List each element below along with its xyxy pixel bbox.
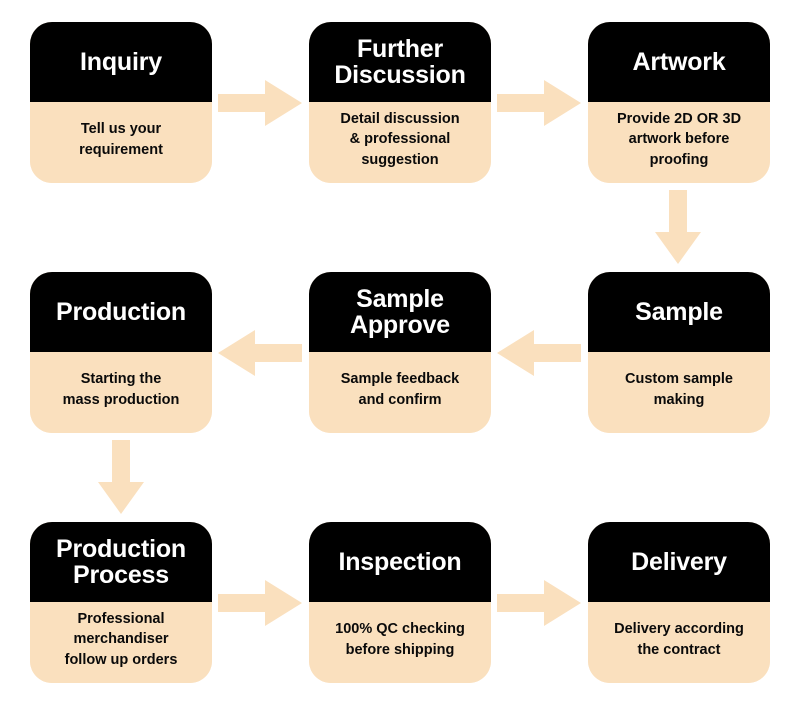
node-header-sample: Sample: [588, 272, 770, 352]
node-production-process[interactable]: Production Process Professional merchand…: [30, 522, 212, 683]
node-body-production: Starting the mass production: [30, 352, 212, 433]
node-header-production-process: Production Process: [30, 522, 212, 602]
node-title-sample-approve: Sample Approve: [349, 284, 450, 339]
arrow-artwork-to-sample: [655, 190, 701, 264]
node-production[interactable]: Production Starting the mass production: [30, 272, 212, 433]
node-title-production: Production: [56, 297, 186, 326]
arrow-sample-approve-to-production: [218, 330, 302, 376]
node-header-delivery: Delivery: [588, 522, 770, 602]
node-header-inquiry: Inquiry: [30, 22, 212, 102]
node-description-artwork: Provide 2D OR 3D artwork before proofing: [616, 110, 742, 168]
node-description-production-process: Professional merchandiser follow up orde…: [64, 610, 178, 668]
node-header-sample-approve: Sample Approve: [309, 272, 491, 352]
node-title-delivery: Delivery: [631, 547, 727, 576]
node-header-further-discussion: Further Discussion: [309, 22, 491, 102]
node-description-sample: Custom sample making: [625, 370, 733, 408]
node-description-inquiry: Tell us your requirement: [79, 120, 163, 158]
node-body-sample: Custom sample making: [588, 352, 770, 433]
node-description-production: Starting the mass production: [62, 370, 180, 408]
node-artwork[interactable]: Artwork Provide 2D OR 3D artwork before …: [588, 22, 770, 183]
node-body-inspection: 100% QC checking before shipping: [309, 602, 491, 683]
node-sample[interactable]: Sample Custom sample making: [588, 272, 770, 433]
arrow-production-to-production-process: [98, 440, 144, 514]
node-header-production: Production: [30, 272, 212, 352]
node-body-sample-approve: Sample feedback and confirm: [309, 352, 491, 433]
node-description-delivery: Delivery according the contract: [614, 620, 744, 658]
node-description-sample-approve: Sample feedback and confirm: [340, 370, 460, 408]
arrow-sample-to-sample-approve: [497, 330, 581, 376]
node-title-inquiry: Inquiry: [80, 47, 162, 76]
node-body-inquiry: Tell us your requirement: [30, 102, 212, 183]
node-body-delivery: Delivery according the contract: [588, 602, 770, 683]
node-delivery[interactable]: Delivery Delivery according the contract: [588, 522, 770, 683]
node-body-production-process: Professional merchandiser follow up orde…: [30, 602, 212, 683]
arrow-further-discussion-to-artwork: [497, 80, 581, 126]
node-title-sample: Sample: [635, 297, 723, 326]
node-body-artwork: Provide 2D OR 3D artwork before proofing: [588, 102, 770, 183]
node-body-further-discussion: Detail discussion & professional suggest…: [309, 102, 491, 183]
node-title-further-discussion: Further Discussion: [334, 34, 466, 89]
node-description-inspection: 100% QC checking before shipping: [335, 620, 465, 658]
arrow-inspection-to-delivery: [497, 580, 581, 626]
node-title-production-process: Production Process: [56, 534, 186, 589]
node-sample-approve[interactable]: Sample Approve Sample feedback and confi…: [309, 272, 491, 433]
arrow-inquiry-to-further-discussion: [218, 80, 302, 126]
node-further-discussion[interactable]: Further Discussion Detail discussion & p…: [309, 22, 491, 183]
node-inspection[interactable]: Inspection 100% QC checking before shipp…: [309, 522, 491, 683]
node-description-further-discussion: Detail discussion & professional suggest…: [340, 110, 460, 168]
arrow-production-process-to-inspection: [218, 580, 302, 626]
node-inquiry[interactable]: Inquiry Tell us your requirement: [30, 22, 212, 183]
node-header-inspection: Inspection: [309, 522, 491, 602]
node-header-artwork: Artwork: [588, 22, 770, 102]
node-title-artwork: Artwork: [632, 47, 726, 76]
node-title-inspection: Inspection: [338, 547, 462, 576]
